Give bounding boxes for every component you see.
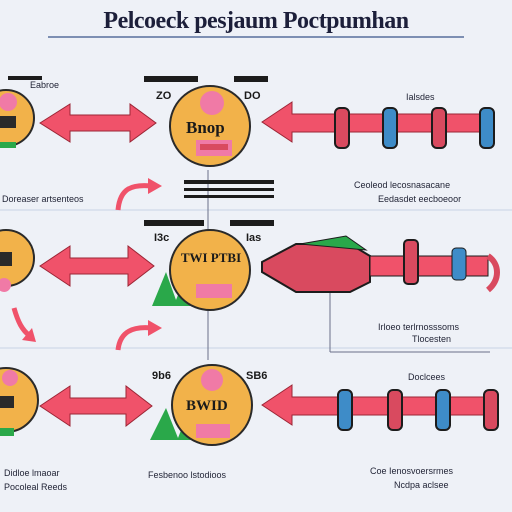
row-2-code-right: Ias (246, 232, 262, 244)
row-2-left-arrow (39, 244, 155, 288)
row-2-pipeline (261, 235, 500, 293)
row-3-caption-left-2: Pocoleal Reeds (4, 482, 68, 492)
row-3-caption-right-2: Ncdpa aclsee (394, 480, 449, 490)
curved-arrow-up-2 (115, 325, 153, 351)
row-2-code-left: I3c (154, 232, 170, 244)
title-rule (48, 36, 464, 38)
row-3-right-arrow (261, 384, 499, 431)
stripe-bar (184, 180, 274, 184)
row-1-caption-left: Doreaser artsenteos (2, 194, 84, 204)
row-1-banner-top (8, 76, 42, 80)
row-1-node-label: Bnop (186, 118, 225, 137)
row-3-node (150, 364, 253, 446)
row-1-right-label: Ialsdes (406, 92, 435, 102)
curved-arrow-down (11, 307, 32, 338)
row-2-node (144, 220, 274, 311)
row-3-left-node (0, 367, 39, 436)
stripe-bar (184, 188, 274, 191)
curved-arrow-down-head (22, 328, 36, 342)
row-2-left-node (0, 229, 35, 292)
diagram-title: Pelcoeck pesjaum Poctpumhan (103, 8, 409, 34)
row-2-caption-right-2: Tlocesten (412, 334, 452, 344)
row-2-node-label: TWI PTBI (180, 250, 242, 265)
row-1-caption-right-2: Eedasdet eecboeoor (378, 194, 462, 204)
row-3-caption-right: Coe Ienosvoersrmes (370, 466, 454, 476)
row-3-left-arrow (39, 384, 153, 428)
row-3-node-label: BWID (186, 398, 228, 414)
row-1-code-right: DO (244, 90, 261, 102)
row-1-right-arrow (261, 101, 495, 149)
row-1-node (144, 76, 268, 167)
curved-arrow-up-head (148, 178, 162, 194)
stripe-bar (184, 195, 274, 198)
row-1-left-arrow (39, 103, 157, 143)
curved-arrow-up (115, 183, 153, 211)
row-3-code-right: SB6 (246, 370, 268, 382)
side-label-top: Eabroe (30, 80, 60, 90)
curved-arrow-up-2-head (148, 320, 162, 336)
row-3-caption-left: Didloe lmaoar (4, 468, 60, 478)
row-2-caption-right: Irloeo terlrnosssoms (378, 322, 460, 332)
row-3-caption-center: Fesbenoo lstodioos (148, 470, 227, 480)
row-3-right-label: Doclcees (408, 372, 446, 382)
row-1-left-node (0, 89, 35, 148)
row-3-code-left: 9b6 (152, 370, 171, 382)
row-1-code-left: ZO (156, 90, 172, 102)
row-1-caption-right: Ceoleod lecosnasacane (354, 180, 451, 190)
